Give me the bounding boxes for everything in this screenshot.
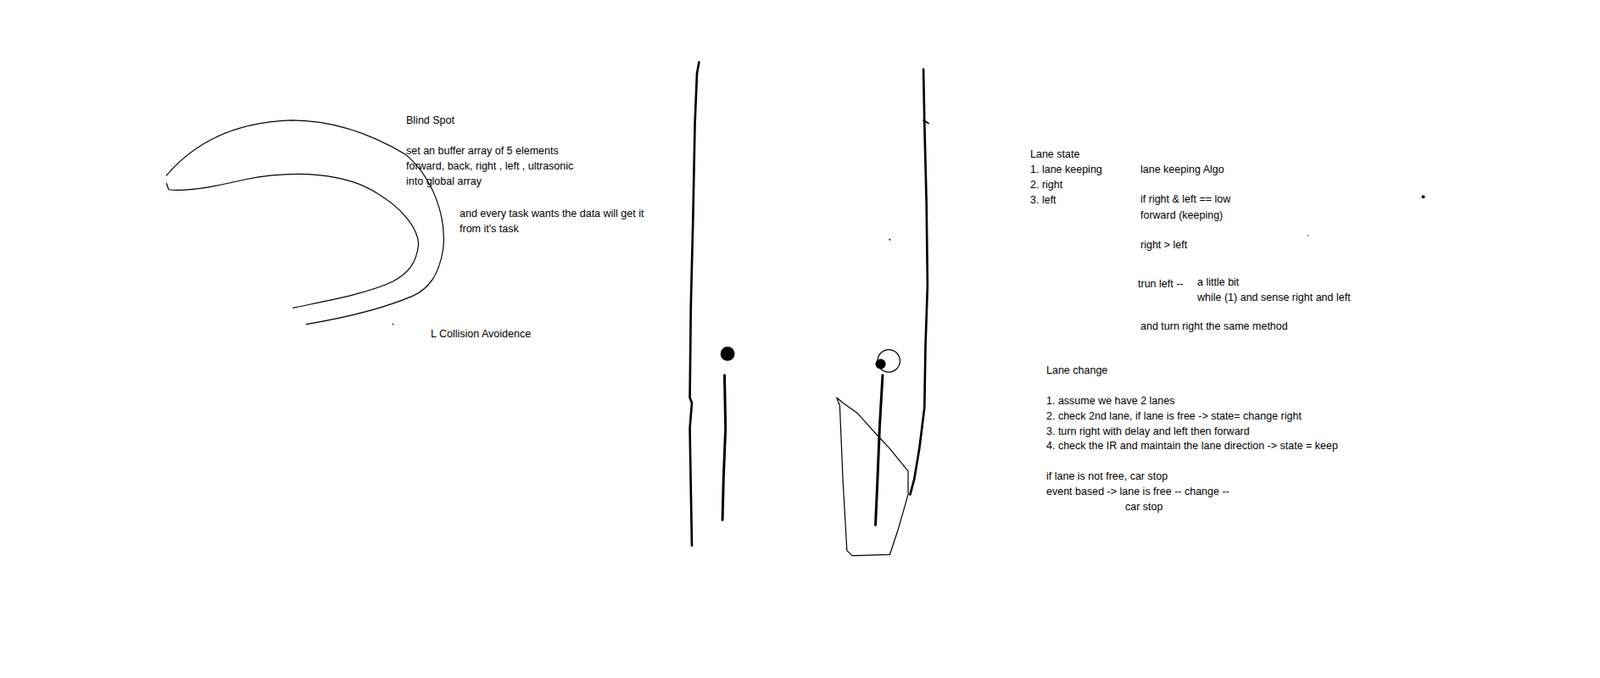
note-text: 3. turn right with delay and left then f… <box>1046 424 1250 439</box>
lane-marker <box>875 375 883 526</box>
note-text: if lane is not free, car stop <box>1046 469 1168 484</box>
note-text: and turn right the same method <box>1140 319 1288 334</box>
note-text: 1. lane keeping <box>1030 162 1103 177</box>
note-text: forward (keeping) <box>1140 208 1223 223</box>
road-edge <box>690 61 700 546</box>
note-text: event based -> lane is free -- change -- <box>1046 485 1230 499</box>
section-heading: L Collision Avoidence <box>430 327 531 341</box>
lane-marker <box>722 375 726 521</box>
section-heading: Lane change <box>1046 363 1108 378</box>
note-text: 2. right <box>1030 178 1063 192</box>
section-heading: Blind Spot <box>406 113 455 128</box>
note-text: lane keeping Algo <box>1140 162 1225 177</box>
sensor-dot <box>720 346 736 362</box>
note-text: set an buffer array of 5 elements <box>406 144 559 158</box>
stray-dot <box>1307 234 1309 236</box>
note-text: 2. check 2nd lane, if lane is free -> st… <box>1046 409 1302 424</box>
note-text: forward, back, right , left , ultrasonic <box>406 159 574 173</box>
note-text: and every task wants the data will get i… <box>459 206 644 221</box>
note-text: from it's task <box>459 222 519 236</box>
sensor-dot <box>875 358 887 369</box>
blind-spot-curve <box>166 173 419 308</box>
road-tick <box>923 120 929 124</box>
note-text: 4. check the IR and maintain the lane di… <box>1046 439 1338 453</box>
section-heading: Lane state <box>1030 147 1080 162</box>
note-text: if right & left == low <box>1140 192 1231 207</box>
note-text: a little bit <box>1197 275 1239 290</box>
note-text: while (1) and sense right and left <box>1197 290 1351 305</box>
car-outline <box>836 397 909 556</box>
note-text: 3. left <box>1030 193 1057 207</box>
road-edge <box>909 69 927 496</box>
note-text: into global array <box>406 174 482 189</box>
note-text: trun left -- <box>1137 277 1184 291</box>
stray-dot <box>1421 195 1426 199</box>
stray-dot <box>888 239 891 241</box>
note-text: right > left <box>1140 238 1188 252</box>
note-text: 1. assume we have 2 lanes <box>1046 394 1175 408</box>
note-text: car stop <box>1125 500 1163 514</box>
stray-dot <box>392 323 395 326</box>
blind-spot-curve <box>166 120 444 325</box>
